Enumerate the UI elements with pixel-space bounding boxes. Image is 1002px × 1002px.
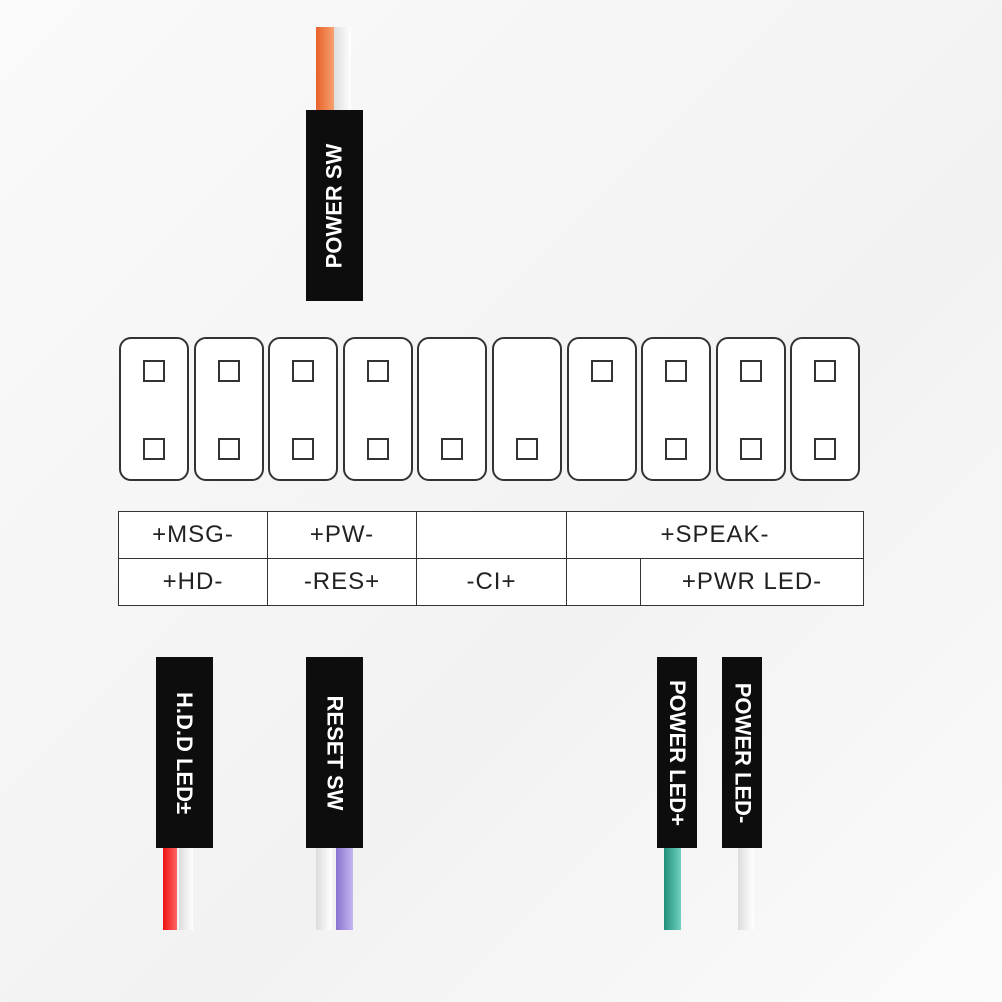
label-pwr-led: +PWR LED- bbox=[640, 558, 864, 606]
power-led-minus-label: POWER LED- bbox=[730, 682, 755, 823]
label-ci: -CI+ bbox=[416, 558, 567, 606]
pin-block bbox=[790, 337, 861, 481]
pin bbox=[143, 360, 165, 382]
pin bbox=[739, 360, 762, 382]
pin bbox=[366, 360, 389, 382]
hdd-led-label: H.D.D LED± bbox=[172, 691, 198, 814]
label-empty-1 bbox=[416, 511, 567, 559]
pin bbox=[143, 438, 165, 460]
label-hd: +HD- bbox=[118, 558, 268, 606]
pin bbox=[217, 360, 240, 382]
pin bbox=[516, 438, 538, 460]
pin-block bbox=[417, 337, 488, 481]
pin-block bbox=[268, 337, 339, 481]
power-sw-wire-white bbox=[334, 27, 351, 111]
pin-block bbox=[342, 337, 413, 481]
pin bbox=[665, 360, 688, 382]
pin-block bbox=[715, 337, 786, 481]
reset-wire-purple bbox=[336, 848, 353, 930]
reset-wire-white bbox=[316, 848, 332, 930]
pin-block bbox=[119, 337, 189, 481]
reset-sw-label: RESET SW bbox=[322, 695, 348, 810]
pin bbox=[292, 438, 315, 460]
pin bbox=[739, 438, 762, 460]
pin bbox=[590, 360, 613, 382]
pin bbox=[441, 438, 464, 460]
power-led-minus-connector: POWER LED- bbox=[722, 657, 762, 848]
power-led-plus-connector: POWER LED+ bbox=[657, 657, 697, 848]
hdd-led-connector: H.D.D LED± bbox=[156, 657, 213, 848]
label-pw: +PW- bbox=[267, 511, 417, 559]
pin bbox=[366, 438, 389, 460]
power-sw-label: POWER SW bbox=[321, 143, 347, 268]
power-sw-wire-orange bbox=[316, 27, 334, 111]
pin-block bbox=[641, 337, 712, 481]
label-speak: +SPEAK- bbox=[566, 511, 864, 559]
pin bbox=[217, 438, 240, 460]
pin bbox=[292, 360, 315, 382]
power-led-plus-label: POWER LED+ bbox=[665, 679, 691, 826]
reset-sw-connector: RESET SW bbox=[306, 657, 363, 848]
pin bbox=[814, 360, 837, 382]
pin bbox=[814, 438, 837, 460]
label-res: -RES+ bbox=[267, 558, 417, 606]
label-msg: +MSG- bbox=[118, 511, 268, 559]
pin bbox=[665, 438, 688, 460]
power-led-plus-wire-green bbox=[664, 848, 681, 930]
power-led-minus-wire-white bbox=[738, 848, 754, 930]
power-sw-connector: POWER SW bbox=[306, 110, 363, 301]
pin-block bbox=[193, 337, 264, 481]
pin-block bbox=[492, 337, 562, 481]
hdd-wire-white bbox=[179, 848, 193, 930]
label-empty-2 bbox=[566, 558, 641, 606]
hdd-wire-red bbox=[163, 848, 177, 930]
pin-block bbox=[566, 337, 637, 481]
